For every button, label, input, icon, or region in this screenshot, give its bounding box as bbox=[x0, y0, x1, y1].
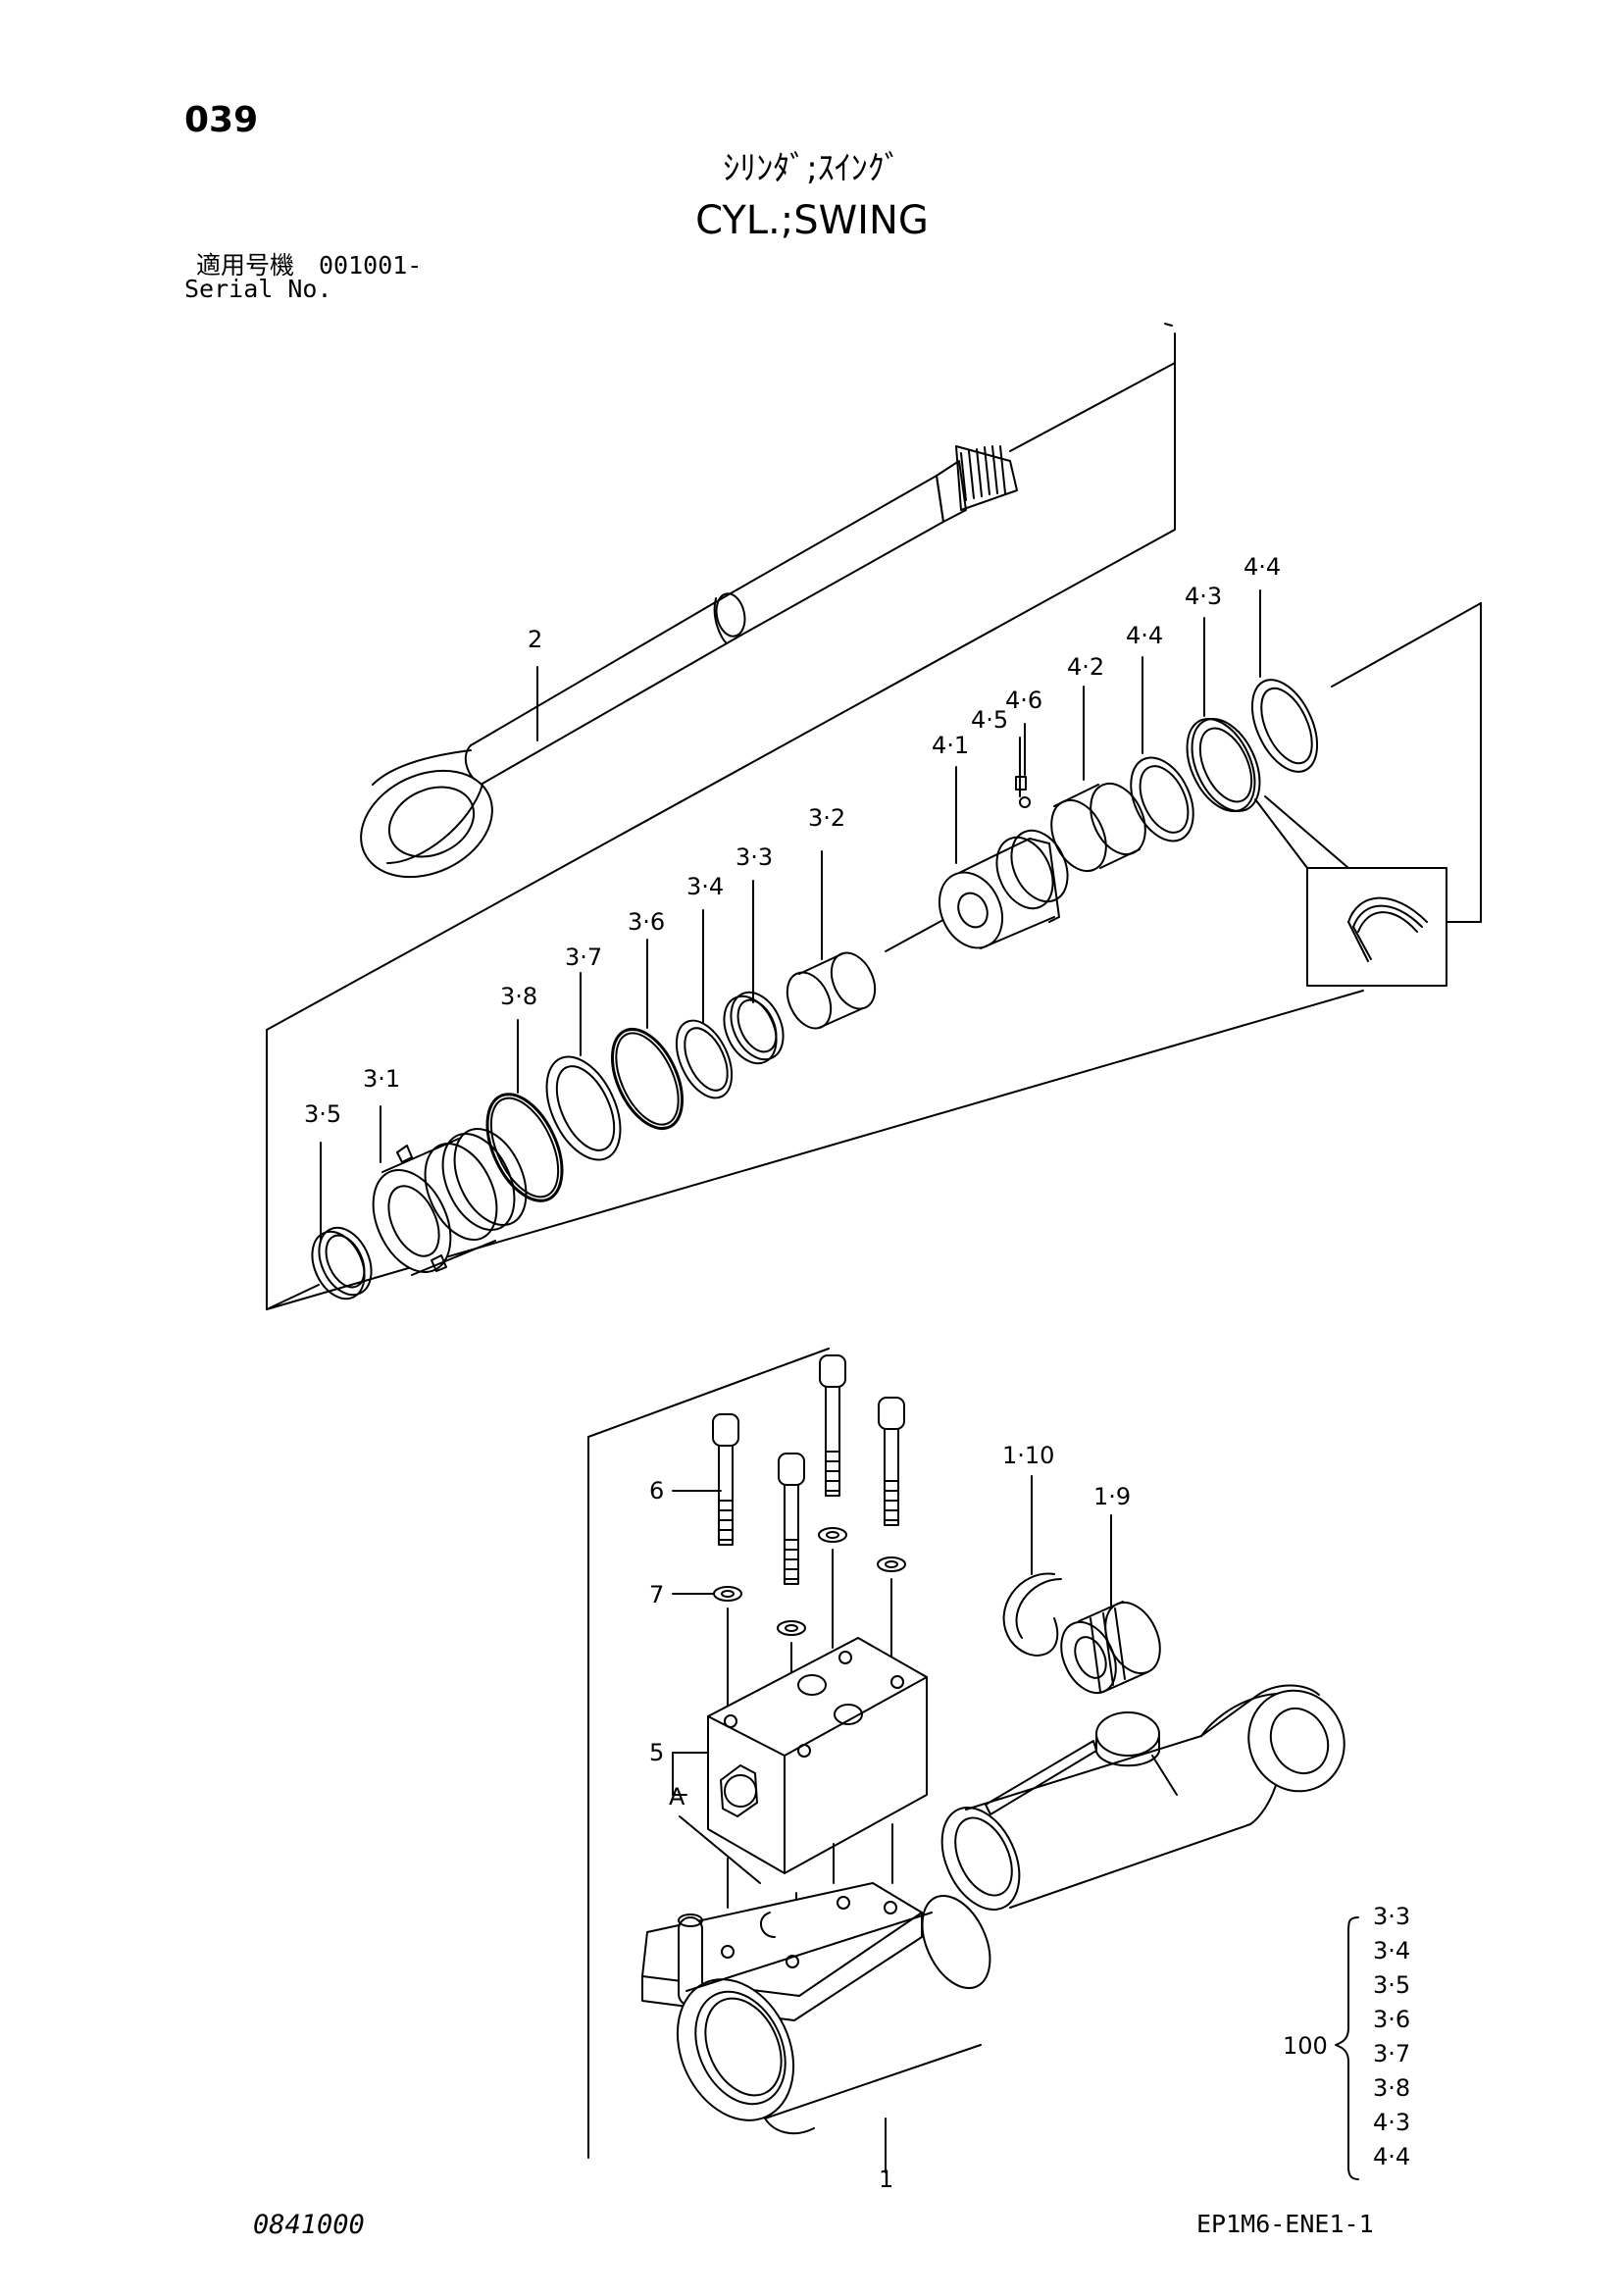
serial-applicability: 適用号機 001001- bbox=[196, 251, 423, 280]
kit-item: 3·4 bbox=[1373, 1937, 1410, 1964]
rod-section-frame bbox=[266, 323, 1482, 1310]
kit-item: 4·3 bbox=[1373, 2109, 1410, 2136]
label-part-2: 2 bbox=[528, 626, 542, 653]
label-part-3-4: 3·4 bbox=[686, 873, 724, 900]
cylinder-tube bbox=[641, 1882, 991, 2135]
part-labels: 2 3·2 3·3 3·4 3·6 3·7 3·8 3·1 3·5 4·1 4·… bbox=[304, 553, 1281, 2193]
kit-group: 100 3·3 3·4 3·5 3·6 3·7 3·8 4·3 4·4 bbox=[1283, 1903, 1410, 2180]
label-part-3-7: 3·7 bbox=[565, 944, 602, 971]
label-part-3-1: 3·1 bbox=[363, 1065, 400, 1093]
label-part-7: 7 bbox=[649, 1581, 664, 1608]
label-detail-a: A bbox=[669, 1783, 685, 1811]
serial-label: Serial No. bbox=[184, 275, 332, 303]
page-number: 039 bbox=[184, 100, 259, 140]
label-part-4-2: 4·2 bbox=[1067, 653, 1104, 681]
piston-rod bbox=[360, 362, 1176, 879]
label-part-4-3: 4·3 bbox=[1185, 583, 1222, 610]
leader-lines-piston bbox=[320, 589, 1261, 1242]
label-part-4-5: 4·5 bbox=[971, 706, 1008, 734]
label-part-3-6: 3·6 bbox=[628, 908, 665, 936]
label-part-4-4-a: 4·4 bbox=[1126, 622, 1163, 649]
label-part-3-3: 3·3 bbox=[736, 843, 773, 871]
kit-item: 3·5 bbox=[1373, 1971, 1410, 1999]
label-part-1-10: 1·10 bbox=[1002, 1442, 1054, 1469]
kit-item: 3·3 bbox=[1373, 1903, 1410, 1930]
page-title-english: CYL.;SWING bbox=[695, 198, 929, 243]
footer-drawing-code: 0841000 bbox=[253, 2210, 365, 2240]
label-part-6: 6 bbox=[649, 1477, 664, 1505]
bolts bbox=[712, 1354, 906, 1742]
label-part-3-8: 3·8 bbox=[500, 983, 537, 1010]
kit-item: 4·4 bbox=[1373, 2143, 1410, 2170]
rod-bushing-parts bbox=[1002, 1572, 1161, 1695]
label-part-4-6: 4·6 bbox=[1005, 687, 1042, 714]
label-part-1: 1 bbox=[879, 2166, 893, 2193]
kit-number: 100 bbox=[1283, 2032, 1328, 2060]
piston-seal-parts bbox=[266, 679, 1447, 1310]
label-part-4-1: 4·1 bbox=[932, 732, 969, 759]
kit-item: 3·8 bbox=[1373, 2074, 1410, 2102]
label-part-3-5: 3·5 bbox=[304, 1100, 341, 1128]
label-part-4-4-b: 4·4 bbox=[1243, 553, 1281, 581]
label-part-5: 5 bbox=[649, 1739, 664, 1766]
page-title-japanese: ｼﾘﾝﾀﾞ;ｽｲﾝｸﾞ bbox=[723, 149, 901, 188]
label-part-1-9: 1·9 bbox=[1093, 1483, 1131, 1510]
kit-item: 3·6 bbox=[1373, 2006, 1410, 2033]
kit-item: 3·7 bbox=[1373, 2040, 1410, 2067]
label-part-3-2: 3·2 bbox=[808, 804, 845, 832]
leader-lines-bottom bbox=[672, 1475, 1112, 2173]
footer-catalog-code: EP1M6-ENE1-1 bbox=[1196, 2210, 1374, 2238]
cylinder-section-frame bbox=[587, 1348, 830, 2159]
cylinder-head bbox=[940, 1684, 1345, 1911]
valve-block bbox=[707, 1637, 928, 1963]
